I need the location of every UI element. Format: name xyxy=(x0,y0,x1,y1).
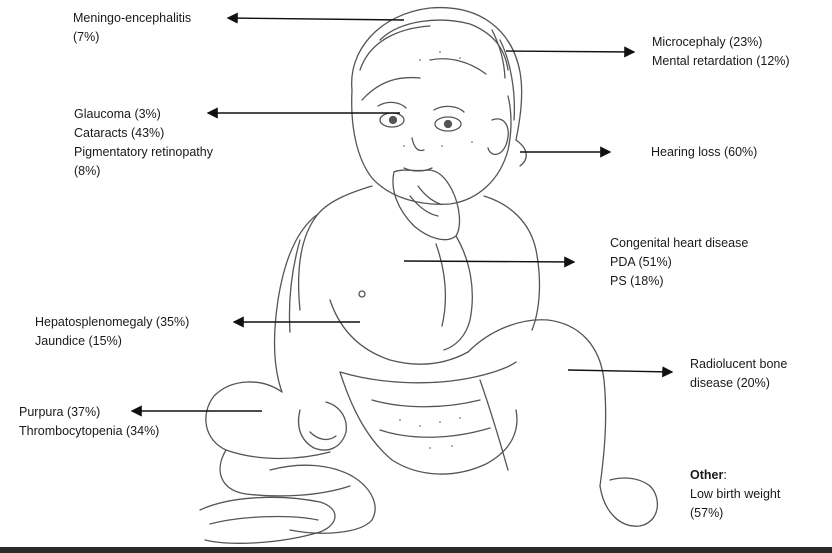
label-other: Other: Low birth weight (57%) xyxy=(690,466,780,523)
label-purpura: Purpura (37%) Thrombocytopenia (34%) xyxy=(19,403,159,441)
arrow-meningo xyxy=(228,18,404,20)
arrow-microcephaly xyxy=(506,51,634,52)
label-eye-defects: Glaucoma (3%) Cataracts (43%) Pigmentato… xyxy=(74,105,213,181)
bottom-border xyxy=(0,547,832,553)
label-microcephaly: Microcephaly (23%) Mental retardation (1… xyxy=(652,33,790,71)
label-bone-disease: Radiolucent bone disease (20%) xyxy=(690,355,787,393)
arrow-heart xyxy=(404,261,574,262)
arrow-bone xyxy=(568,370,672,372)
label-meningo-encephalitis: Meningo-encephalitis (7%) xyxy=(73,9,191,47)
label-hearing-loss: Hearing loss (60%) xyxy=(651,143,757,162)
label-heart-disease: Congenital heart disease PDA (51%) PS (1… xyxy=(610,234,748,291)
other-heading: Other xyxy=(690,468,723,482)
label-hepatosplenomegaly: Hepatosplenomegaly (35%) Jaundice (15%) xyxy=(35,313,189,351)
